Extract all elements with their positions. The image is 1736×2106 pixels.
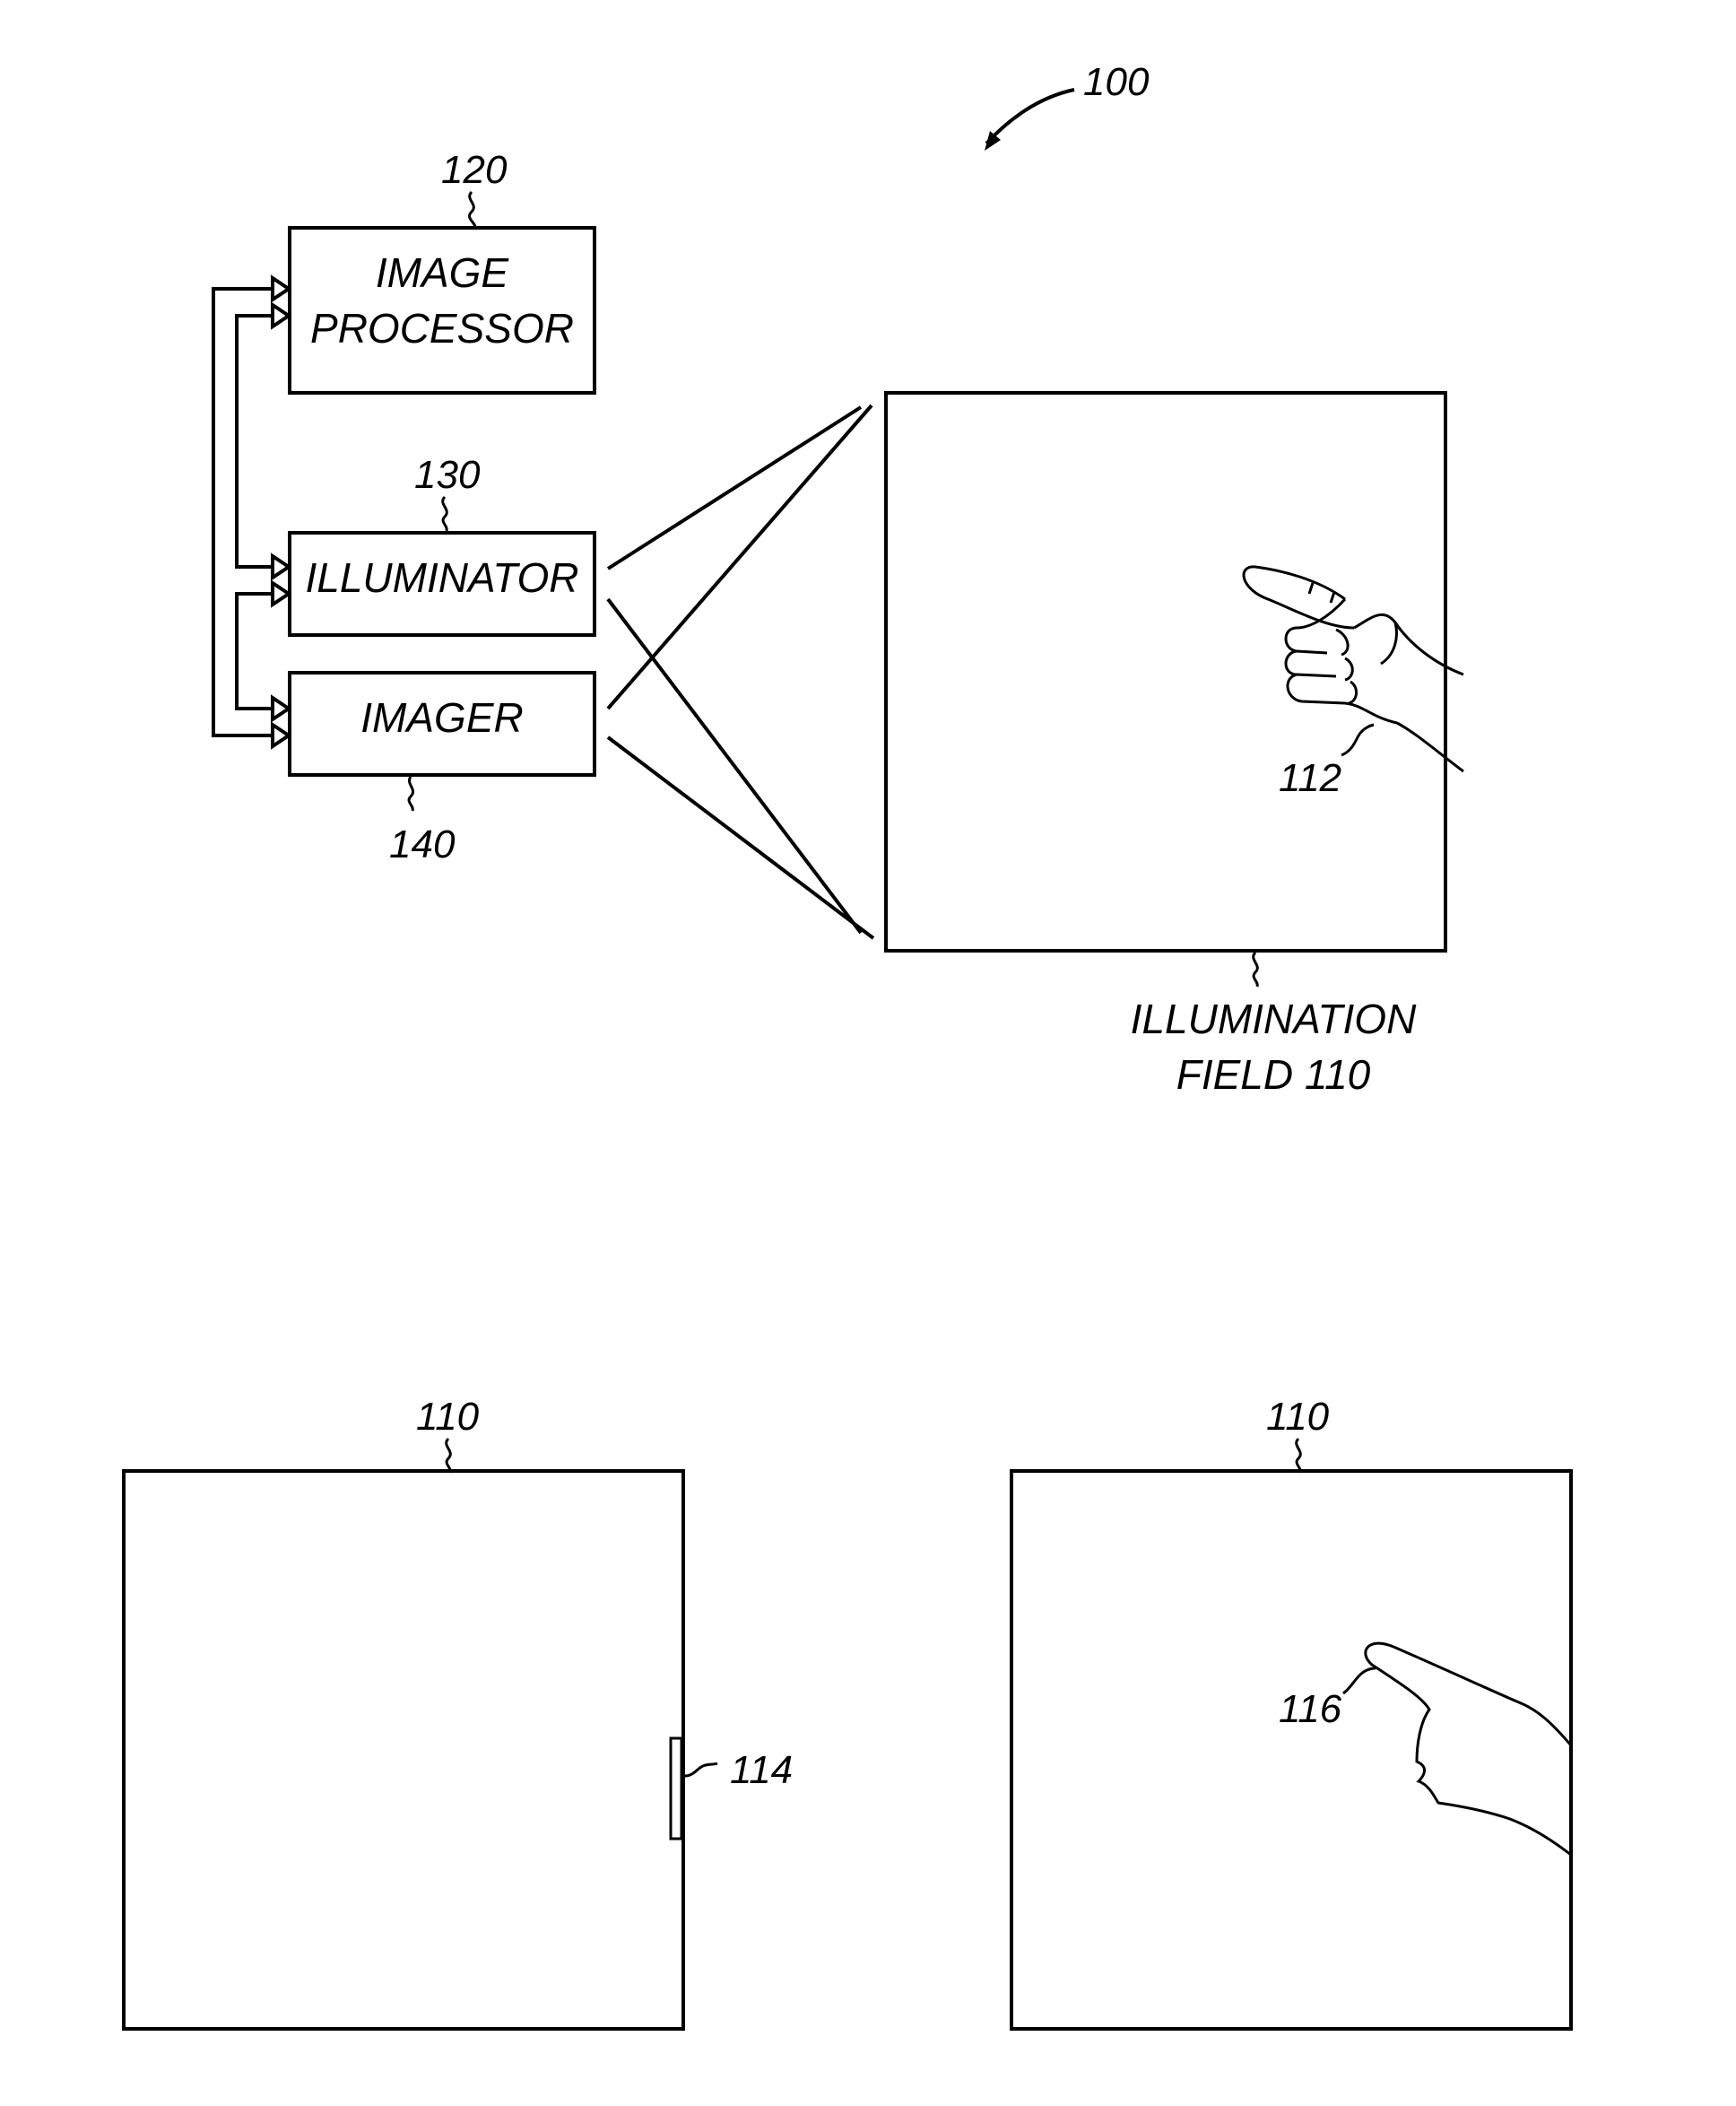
lower-left-panel-ref: 110	[416, 1395, 480, 1439]
hand-ref-leader	[1341, 725, 1374, 755]
marker-leader	[685, 1763, 717, 1776]
image-processor-label-line2: PROCESSOR	[310, 305, 574, 352]
arrowhead-processor-1	[273, 278, 289, 300]
illumination-field-label-line2: FIELD 110	[1176, 1051, 1371, 1098]
imager-leader	[409, 777, 412, 811]
illumination-field-box	[886, 393, 1445, 951]
illumination-field-label-line1: ILLUMINATION	[1131, 996, 1417, 1042]
fingertip-leader	[1343, 1668, 1376, 1693]
fingertip-ref: 116	[1279, 1687, 1342, 1731]
imager-ref: 140	[389, 822, 456, 866]
figure-ref-arrow	[986, 90, 1074, 144]
hand-ref: 112	[1279, 756, 1341, 800]
image-processor-label-line1: IMAGE	[376, 249, 510, 296]
fingertip-drawing	[1366, 1643, 1571, 1855]
lower-right-panel-box	[1011, 1471, 1571, 2029]
imager-label: IMAGER	[360, 694, 523, 741]
edge-marker-114	[671, 1738, 681, 1839]
image-processor-leader	[470, 192, 476, 230]
lower-left-panel-box	[124, 1471, 683, 2029]
figure-ref-100: 100	[1083, 60, 1150, 104]
field-of-view-lines	[608, 405, 873, 938]
arrowhead-illuminator-2	[273, 583, 289, 605]
illuminator-ref: 130	[414, 453, 481, 497]
illumination-field-leader	[1254, 953, 1258, 987]
marker-ref: 114	[730, 1748, 793, 1792]
arrowhead-illuminator-1	[273, 556, 289, 578]
lower-right-panel-leader	[1297, 1439, 1301, 1473]
pointing-hand-drawing	[1244, 567, 1463, 771]
illuminator-leader	[443, 497, 447, 531]
arrowhead-imager-2	[273, 725, 289, 746]
lower-right-panel-ref: 110	[1266, 1395, 1330, 1439]
arrowhead-processor-2	[273, 305, 289, 326]
bus-connector	[213, 278, 289, 746]
illuminator-label: ILLUMINATOR	[305, 554, 578, 601]
arrowhead-imager-1	[273, 698, 289, 719]
lower-left-panel-leader	[447, 1439, 451, 1473]
image-processor-ref: 120	[441, 148, 508, 192]
